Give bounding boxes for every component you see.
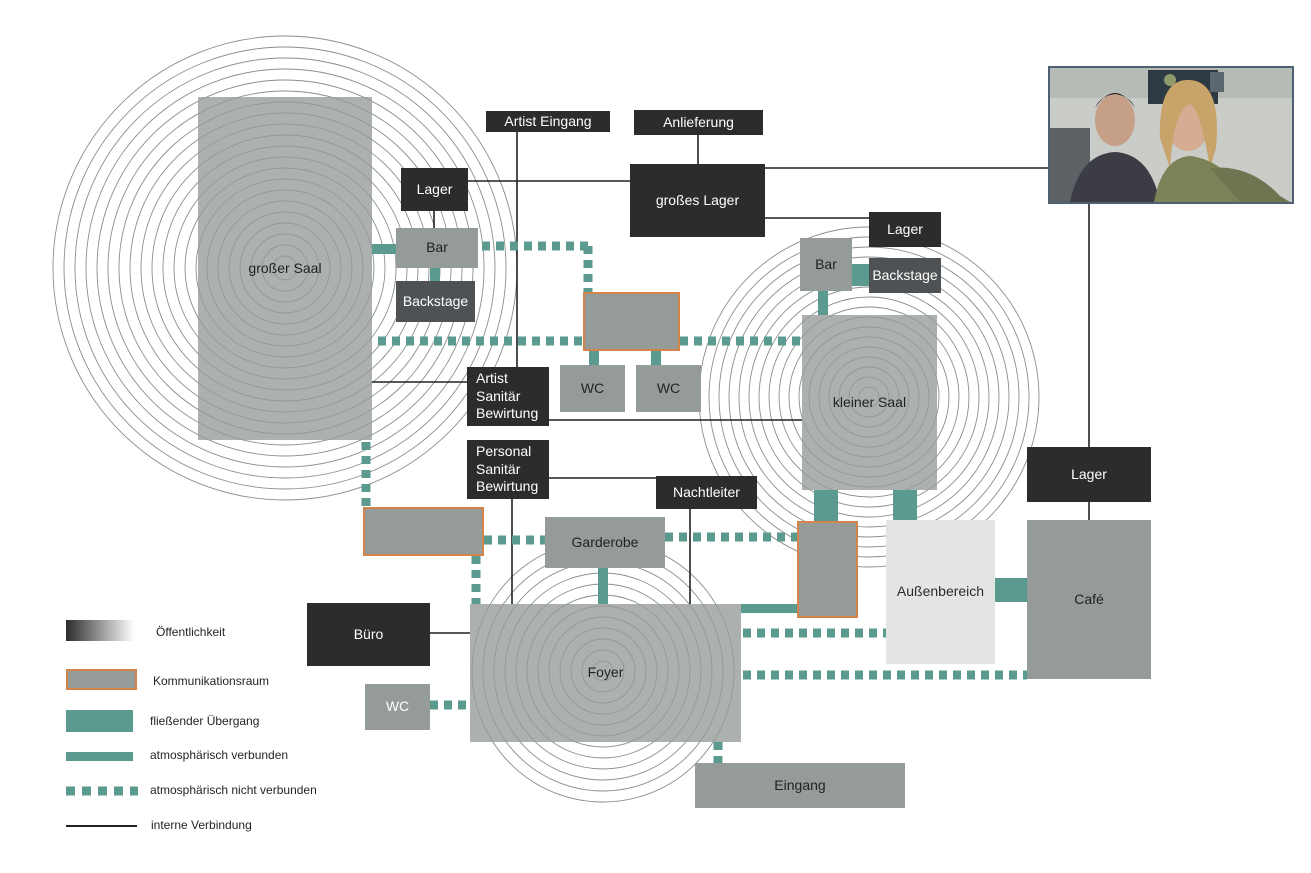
person-left: [1095, 94, 1135, 146]
room-wc-1[interactable]: WC: [560, 365, 625, 412]
room-label: Lager: [1071, 465, 1107, 482]
ring-0-16: [96, 79, 474, 457]
room-label: großes Lager: [655, 191, 740, 208]
room-label: Anlieferung: [663, 113, 734, 130]
room-lager-2[interactable]: Lager: [869, 212, 941, 247]
legend-item-atmo-nicht: atmosphärisch nicht verbunden: [66, 783, 366, 813]
ring-0-17: [85, 68, 485, 468]
room-eingang[interactable]: Eingang: [695, 763, 905, 808]
room-personal-sanitaer-bewirtung[interactable]: Personal Sanitär Bewirtung: [467, 440, 549, 499]
internal-swatch: [66, 825, 137, 827]
room-backstage-1[interactable]: Backstage: [396, 281, 475, 322]
legend-label: Öffentlichkeit: [156, 625, 226, 639]
room-label-line-2: Sanitär: [476, 460, 521, 477]
room-label: Lager: [887, 220, 923, 237]
room-label: Nachtleiter: [673, 483, 740, 500]
atmospheric-connected: [741, 604, 798, 613]
legend-label: atmosphärisch nicht verbunden: [150, 783, 317, 797]
room-bar-2[interactable]: Bar: [800, 238, 852, 291]
atmo-connected-swatch: [66, 752, 133, 761]
video-call-thumbnail[interactable]: [1048, 66, 1294, 204]
room-garderobe[interactable]: Garderobe: [545, 517, 665, 568]
room-label: Artist Eingang: [504, 112, 592, 129]
room-lager-3[interactable]: Lager: [1027, 447, 1151, 502]
room-label: WC: [385, 698, 410, 715]
room-label: Backstage: [402, 292, 469, 309]
video-feed: [1050, 68, 1292, 202]
room-label: Café: [1074, 590, 1104, 607]
ring-1-13: [728, 256, 1010, 538]
legend-item-fliessend: fließender Übergang: [66, 710, 366, 740]
room-label: großer Saal: [248, 259, 322, 276]
room-label: Büro: [353, 625, 384, 642]
gradient-swatch: [66, 620, 134, 641]
atmo-not-connected-swatch: [66, 786, 138, 796]
communication-room-1[interactable]: [583, 292, 680, 351]
room-artist-sanitaer-bewirtung[interactable]: Artist Sanitär Bewirtung: [467, 367, 549, 426]
room-label-line-2: Sanitär: [476, 387, 521, 404]
room-label: WC: [656, 379, 681, 396]
legend-item-atmo-verbunden: atmosphärisch verbunden: [66, 748, 366, 778]
room-label: kleiner Saal: [832, 393, 907, 410]
room-label-line-3: Bewirtung: [476, 478, 539, 495]
ring-1-14: [718, 246, 1020, 548]
fluent-transitions: [372, 244, 1027, 604]
legend-label: atmosphärisch verbunden: [150, 748, 289, 762]
communication-room-3[interactable]: [797, 521, 858, 618]
legend-label: interne Verbindung: [151, 818, 252, 832]
room-anlieferung[interactable]: Anlieferung: [634, 110, 763, 135]
room-label: Foyer: [587, 664, 624, 681]
room-grosser-saal[interactable]: großer Saal: [198, 97, 372, 440]
room-wc-2[interactable]: WC: [636, 365, 701, 412]
room-label: Lager: [416, 180, 453, 197]
fluent-swatch: [66, 710, 133, 732]
room-label: Bar: [426, 239, 448, 256]
room-label-line-1: Artist: [476, 370, 508, 387]
room-label: Backstage: [872, 266, 938, 283]
ring-0-18: [74, 57, 496, 479]
room-nachtleiter[interactable]: Nachtleiter: [656, 476, 757, 509]
legend-label: fließender Übergang: [150, 714, 260, 728]
room-aussenbereich[interactable]: Außenbereich: [886, 520, 995, 664]
room-bar-1[interactable]: Bar: [396, 228, 478, 268]
communication-room-2[interactable]: [363, 507, 484, 556]
room-label: Außenbereich: [896, 583, 985, 600]
room-label: Eingang: [774, 776, 826, 793]
room-backstage-2[interactable]: Backstage: [869, 258, 941, 293]
legend-label: Kommunikationsraum: [153, 674, 270, 688]
room-buero[interactable]: Büro: [307, 603, 430, 666]
ring-0-15: [107, 90, 463, 446]
room-label: Garderobe: [571, 533, 639, 550]
room-label-line-1: Personal: [476, 443, 532, 460]
room-wc-3[interactable]: WC: [365, 684, 430, 730]
legend-item-kommunikationsraum: Kommunikationsraum: [66, 669, 366, 699]
room-label-line-3: Bewirtung: [476, 405, 539, 422]
ring-0-19: [63, 46, 507, 490]
legend-item-intern: interne Verbindung: [66, 818, 366, 848]
legend: Öffentlichkeit Kommunikationsraum fließe…: [66, 616, 366, 836]
room-label: WC: [580, 379, 605, 396]
ring-1-9: [768, 296, 970, 498]
room-artist-eingang[interactable]: Artist Eingang: [486, 111, 610, 132]
room-kleiner-saal[interactable]: kleiner Saal: [802, 315, 937, 490]
legend-item-oeffentlichkeit: Öffentlichkeit: [66, 620, 366, 650]
communication-swatch: [66, 669, 137, 690]
room-lager-1[interactable]: Lager: [401, 168, 468, 211]
room-foyer[interactable]: Foyer: [470, 604, 741, 742]
room-label: Bar: [815, 255, 837, 272]
room-grosses-lager[interactable]: großes Lager: [630, 164, 765, 237]
atmospheric-not-connected: [361, 241, 1027, 763]
room-cafe[interactable]: Café: [1027, 520, 1151, 679]
